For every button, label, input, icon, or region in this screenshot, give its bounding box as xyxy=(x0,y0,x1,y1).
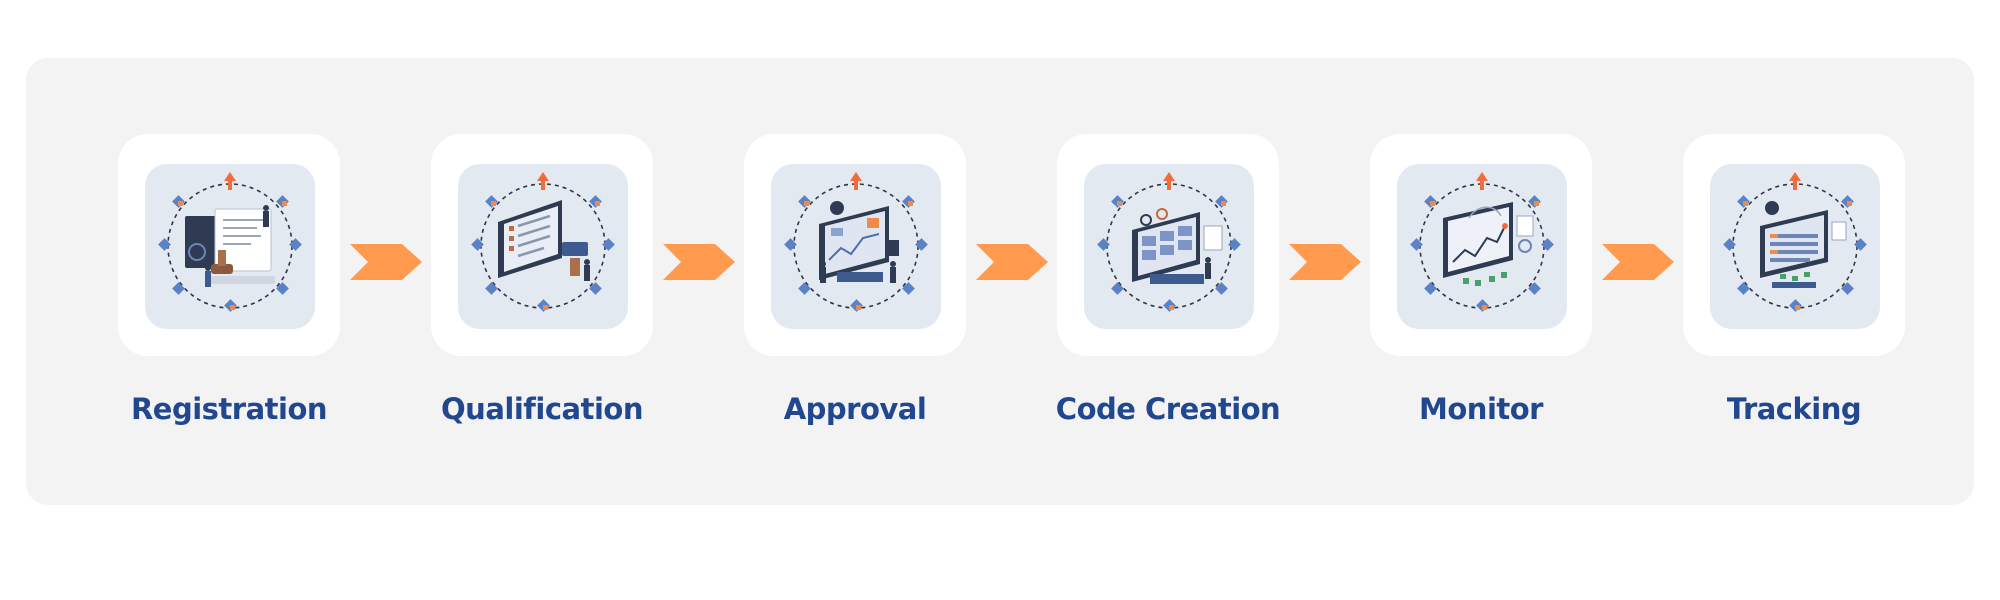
tracking-icon xyxy=(1710,164,1880,329)
process-flow-panel xyxy=(26,58,1974,505)
step-card-approval xyxy=(744,134,966,356)
step-label-approval: Approval xyxy=(783,392,927,426)
arrow-right-icon xyxy=(1602,244,1674,280)
step-label-registration: Registration xyxy=(130,392,328,426)
arrow-right-icon xyxy=(1289,244,1361,280)
arrow-right-icon xyxy=(663,244,735,280)
step-card-tracking xyxy=(1683,134,1905,356)
code-creation-icon xyxy=(1084,164,1254,329)
approval-icon xyxy=(771,164,941,329)
registration-icon xyxy=(145,164,315,329)
step-label-tracking: Tracking xyxy=(1726,392,1862,426)
step-label-qualification: Qualification xyxy=(441,392,643,426)
step-card-registration xyxy=(118,134,340,356)
step-card-code-creation xyxy=(1057,134,1279,356)
qualification-icon xyxy=(458,164,628,329)
step-label-monitor: Monitor xyxy=(1419,392,1543,426)
arrow-right-icon xyxy=(976,244,1048,280)
step-card-qualification xyxy=(431,134,653,356)
step-card-monitor xyxy=(1370,134,1592,356)
step-label-code-creation: Code Creation xyxy=(1055,392,1281,426)
arrow-right-icon xyxy=(350,244,422,280)
monitor-icon xyxy=(1397,164,1567,329)
